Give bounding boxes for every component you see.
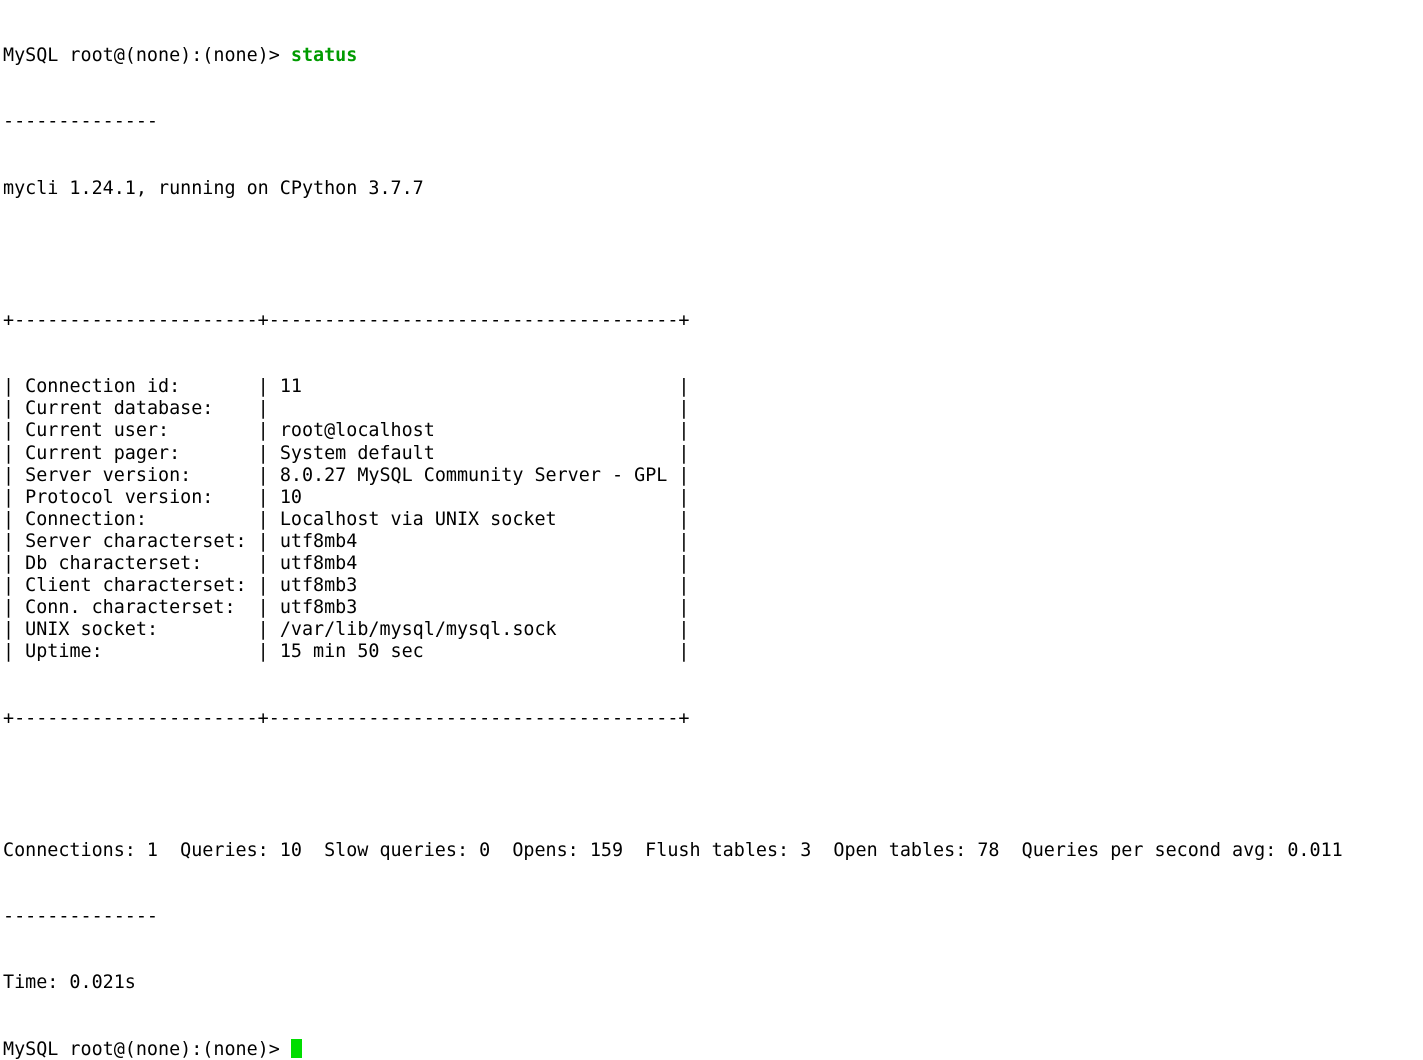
table-cell-value: utf8mb3 [279,575,358,597]
table-pipe-mid: | [246,530,280,552]
table-row: | Conn. characterset: | utf8mb3 | [3,597,1423,619]
table-cell-value: utf8mb4 [279,530,358,552]
table-pipe-right: | [667,464,690,486]
table-cell-label: Client characterset: [25,575,247,597]
stats-line: Connections: 1 Queries: 10 Slow queries:… [3,839,1343,861]
table-cell-label: UNIX socket: [25,619,159,641]
table-pipe-mid: | [246,619,280,641]
table-cell-label: Connection: [25,508,147,530]
table-cell-label: Conn. characterset: [25,597,236,619]
table-row: | Uptime: | 15 min 50 sec | [3,641,1423,663]
table-pipe-left: | [3,376,26,398]
table-row: | Current database: | | [3,398,1423,420]
table-cell-value: /var/lib/mysql/mysql.sock [279,619,557,641]
table-pipe-mid: | [246,486,280,508]
terminal-cursor[interactable] [290,1038,302,1058]
table-pipe-mid: | [246,575,280,597]
table-row: | Server version: | 8.0.27 MySQL Communi… [3,465,1423,487]
table-pipe-mid: | [246,376,280,398]
time-line: Time: 0.021s [3,972,136,994]
table-pipe-right: | [667,508,690,530]
table-pipe-right: | [667,486,690,508]
table-cell-label: Protocol version: [25,486,214,508]
typed-command: status [290,45,358,67]
table-pipe-mid: | [246,552,280,574]
status-table: | Connection id: | 11 || Current databas… [3,376,1423,663]
table-pipe-mid: | [246,398,280,420]
table-pipe-mid: | [246,641,280,663]
table-pipe-left: | [3,530,26,552]
table-pipe-left: | [3,442,26,464]
table-pipe-right: | [667,597,690,619]
table-cell-label: Connection id: [25,376,181,398]
table-pipe-left: | [3,486,26,508]
table-pipe-left: | [3,420,26,442]
table-row: | Db characterset: | utf8mb4 | [3,553,1423,575]
table-row: | Server characterset: | utf8mb4 | [3,531,1423,553]
table-cell-label: Server characterset: [25,530,247,552]
table-pipe-left: | [3,597,26,619]
blank-line [3,774,1423,796]
table-border-top: +----------------------+----------------… [3,310,690,332]
table-row: | Current user: | root@localhost | [3,420,1423,442]
table-pipe-right: | [667,376,690,398]
table-row: | UNIX socket: | /var/lib/mysql/mysql.so… [3,619,1423,641]
table-pipe-right: | [667,420,690,442]
table-cell-label: Current pager: [25,442,181,464]
table-pipe-mid: | [246,597,280,619]
table-pipe-right: | [667,641,690,663]
shell-prompt: MySQL root@(none):(none)> [3,45,291,67]
table-pipe-mid: | [246,464,280,486]
prompt-line-executed: MySQL root@(none):(none)> status [3,45,1423,67]
table-cell-label: Uptime: [25,641,103,663]
table-pipe-right: | [667,530,690,552]
shell-prompt: MySQL root@(none):(none)> [3,1038,291,1060]
table-pipe-mid: | [246,420,280,442]
table-row: | Protocol version: | 10 | [3,487,1423,509]
table-cell-value: root@localhost [279,420,435,442]
table-row: | Client characterset: | utf8mb3 | [3,575,1423,597]
table-pipe-right: | [667,442,690,464]
table-cell-value: utf8mb4 [279,552,358,574]
table-border-bottom: +----------------------+----------------… [3,707,690,729]
output-separator: -------------- [3,111,159,133]
table-cell-value: Localhost via UNIX socket [279,508,557,530]
output-separator-bottom: -------------- [3,906,159,928]
table-cell-value: System default [279,442,435,464]
table-pipe-right: | [667,575,690,597]
blank-line [3,244,1423,266]
table-pipe-left: | [3,464,26,486]
table-pipe-mid: | [246,508,280,530]
table-cell-label: Server version: [25,464,192,486]
table-pipe-left: | [3,552,26,574]
table-row: | Connection: | Localhost via UNIX socke… [3,509,1423,531]
table-pipe-left: | [3,619,26,641]
table-cell-label: Current database: [25,398,214,420]
table-cell-value: 15 min 50 sec [279,641,424,663]
table-pipe-left: | [3,508,26,530]
table-cell-label: Db characterset: [25,552,203,574]
table-cell-value: 8.0.27 MySQL Community Server - GPL [279,464,668,486]
table-row: | Current pager: | System default | [3,443,1423,465]
table-cell-value: 11 [279,376,302,398]
table-pipe-right: | [667,398,690,420]
table-pipe-right: | [667,552,690,574]
prompt-line-active[interactable]: MySQL root@(none):(none)> [3,1038,1423,1060]
client-version-line: mycli 1.24.1, running on CPython 3.7.7 [3,177,424,199]
table-pipe-right: | [667,619,690,641]
table-cell-value: 10 [279,486,302,508]
table-pipe-left: | [3,398,26,420]
table-row: | Connection id: | 11 | [3,376,1423,398]
table-pipe-mid: | [246,442,280,464]
table-pipe-left: | [3,575,26,597]
table-pipe-left: | [3,641,26,663]
table-cell-label: Current user: [25,420,170,442]
table-cell-value: utf8mb3 [279,597,358,619]
